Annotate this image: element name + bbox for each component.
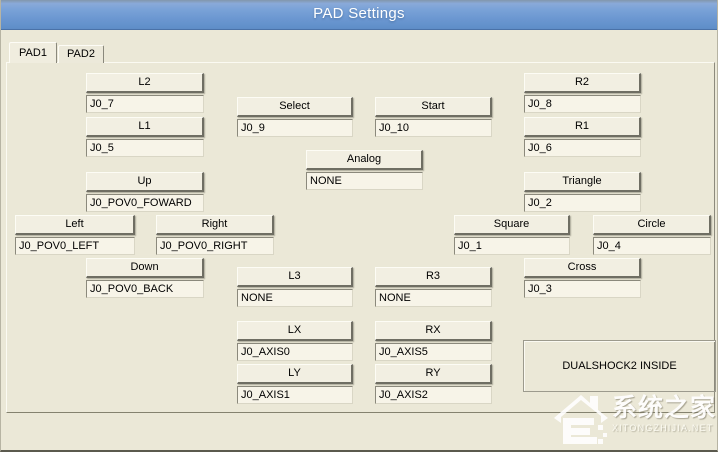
dpad-down-button[interactable]: Down: [86, 258, 204, 278]
cross-control: Cross J0_3: [524, 258, 641, 298]
dpad-right-binding-field[interactable]: J0_POV0_RIGHT: [156, 237, 274, 255]
rx-axis-control: RX J0_AXIS5: [375, 321, 492, 361]
rx-binding-field[interactable]: J0_AXIS5: [375, 343, 492, 361]
circle-binding-field[interactable]: J0_4: [593, 237, 711, 255]
lx-axis-control: LX J0_AXIS0: [237, 321, 353, 361]
analog-button[interactable]: Analog: [306, 150, 423, 170]
dpad-up-button[interactable]: Up: [86, 172, 204, 192]
circle-control: Circle J0_4: [593, 215, 711, 255]
r1-control: R1 J0_6: [524, 117, 641, 157]
lx-button[interactable]: LX: [237, 321, 353, 341]
l3-binding-field[interactable]: NONE: [237, 289, 353, 307]
tab-pad1[interactable]: PAD1: [9, 42, 57, 63]
l3-control: L3 NONE: [237, 267, 353, 307]
r3-binding-field[interactable]: NONE: [375, 289, 492, 307]
analog-binding-field[interactable]: NONE: [306, 172, 423, 190]
start-binding-field[interactable]: J0_10: [375, 119, 492, 137]
tab-pad2[interactable]: PAD2: [58, 45, 104, 63]
ly-binding-field[interactable]: J0_AXIS1: [237, 386, 353, 404]
ly-axis-control: LY J0_AXIS1: [237, 364, 353, 404]
triangle-control: Triangle J0_2: [524, 172, 641, 212]
ly-button[interactable]: LY: [237, 364, 353, 384]
select-control: Select J0_9: [237, 97, 353, 137]
l1-binding-field[interactable]: J0_5: [86, 139, 204, 157]
cross-button[interactable]: Cross: [524, 258, 641, 278]
dpad-up-binding-field[interactable]: J0_POV0_FOWARD: [86, 194, 204, 212]
r2-button[interactable]: R2: [524, 73, 641, 93]
start-button[interactable]: Start: [375, 97, 492, 117]
dpad-right-button[interactable]: Right: [156, 215, 274, 235]
l2-binding-field[interactable]: J0_7: [86, 95, 204, 113]
circle-button[interactable]: Circle: [593, 215, 711, 235]
r3-control: R3 NONE: [375, 267, 492, 307]
square-binding-field[interactable]: J0_1: [454, 237, 570, 255]
l1-control: L1 J0_5: [86, 117, 204, 157]
ry-axis-control: RY J0_AXIS2: [375, 364, 492, 404]
dpad-left-button[interactable]: Left: [15, 215, 135, 235]
dpad-down-control: Down J0_POV0_BACK: [86, 258, 204, 298]
watermark-site-url: XITONGZHIJIA.NET: [611, 423, 714, 433]
l2-button[interactable]: L2: [86, 73, 204, 93]
triangle-button[interactable]: Triangle: [524, 172, 641, 192]
r3-button[interactable]: R3: [375, 267, 492, 287]
l2-control: L2 J0_7: [86, 73, 204, 113]
dpad-left-binding-field[interactable]: J0_POV0_LEFT: [15, 237, 135, 255]
dualshock2-info-label: DUALSHOCK2 INSIDE: [562, 360, 677, 372]
dpad-up-control: Up J0_POV0_FOWARD: [86, 172, 204, 212]
select-binding-field[interactable]: J0_9: [237, 119, 353, 137]
r2-control: R2 J0_8: [524, 73, 641, 113]
rx-button[interactable]: RX: [375, 321, 492, 341]
lx-binding-field[interactable]: J0_AXIS0: [237, 343, 353, 361]
r1-button[interactable]: R1: [524, 117, 641, 137]
start-control: Start J0_10: [375, 97, 492, 137]
r1-binding-field[interactable]: J0_6: [524, 139, 641, 157]
r2-binding-field[interactable]: J0_8: [524, 95, 641, 113]
analog-control: Analog NONE: [306, 150, 423, 190]
triangle-binding-field[interactable]: J0_2: [524, 194, 641, 212]
select-button[interactable]: Select: [237, 97, 353, 117]
dualshock2-info-box: DUALSHOCK2 INSIDE: [523, 340, 716, 392]
ry-button[interactable]: RY: [375, 364, 492, 384]
window-title: PAD Settings: [313, 5, 405, 22]
dpad-right-control: Right J0_POV0_RIGHT: [156, 215, 274, 255]
square-button[interactable]: Square: [454, 215, 570, 235]
ry-binding-field[interactable]: J0_AXIS2: [375, 386, 492, 404]
l3-button[interactable]: L3: [237, 267, 353, 287]
square-control: Square J0_1: [454, 215, 570, 255]
dpad-left-control: Left J0_POV0_LEFT: [15, 215, 135, 255]
title-bar[interactable]: PAD Settings: [1, 0, 717, 30]
dpad-down-binding-field[interactable]: J0_POV0_BACK: [86, 280, 204, 298]
cross-binding-field[interactable]: J0_3: [524, 280, 641, 298]
l1-button[interactable]: L1: [86, 117, 204, 137]
